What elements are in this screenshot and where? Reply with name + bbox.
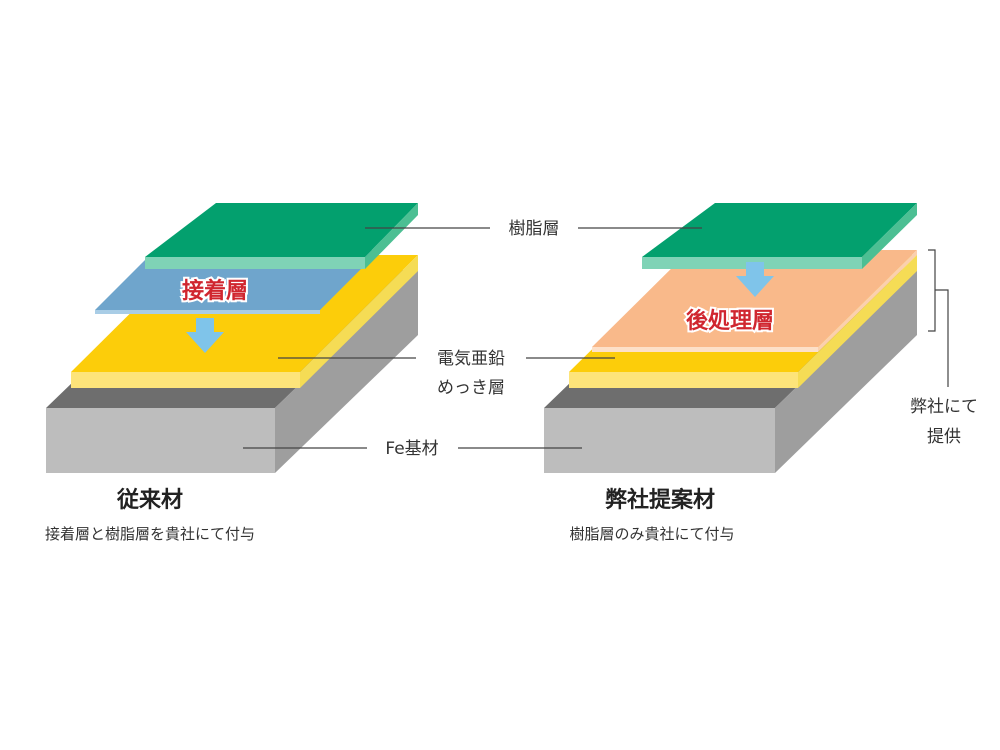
conventional-title: 従来材 <box>116 487 183 513</box>
leader-lines <box>243 227 949 449</box>
conventional-subtitle: 接着層と樹脂層を貴社にて付与 <box>45 525 255 543</box>
proposed-title: 弊社提案材 <box>605 487 715 513</box>
arrow-down-icon <box>186 318 224 353</box>
proposed-subtitle: 樹脂層のみ貴社にて付与 <box>569 525 734 543</box>
zinc-plating-label-line1: 電気亜鉛 <box>437 349 505 369</box>
post-treatment-layer <box>592 250 917 352</box>
provided-label-line1: 弊社にて <box>910 397 978 417</box>
proposed-stack: 後処理層 <box>544 203 917 473</box>
adhesive-layer-label: 接着層 <box>182 278 248 304</box>
conventional-stack: 接着層 <box>46 203 418 473</box>
resin-layer-label: 樹脂層 <box>509 219 560 239</box>
resin-layer <box>145 203 418 269</box>
post-treatment-layer-label: 後処理層 <box>686 308 774 334</box>
arrow-down-icon <box>736 262 774 297</box>
zinc-plating-label-line2: めっき層 <box>437 378 505 398</box>
provided-label-line2: 提供 <box>927 427 961 447</box>
fe-base-label: Fe基材 <box>385 439 438 459</box>
